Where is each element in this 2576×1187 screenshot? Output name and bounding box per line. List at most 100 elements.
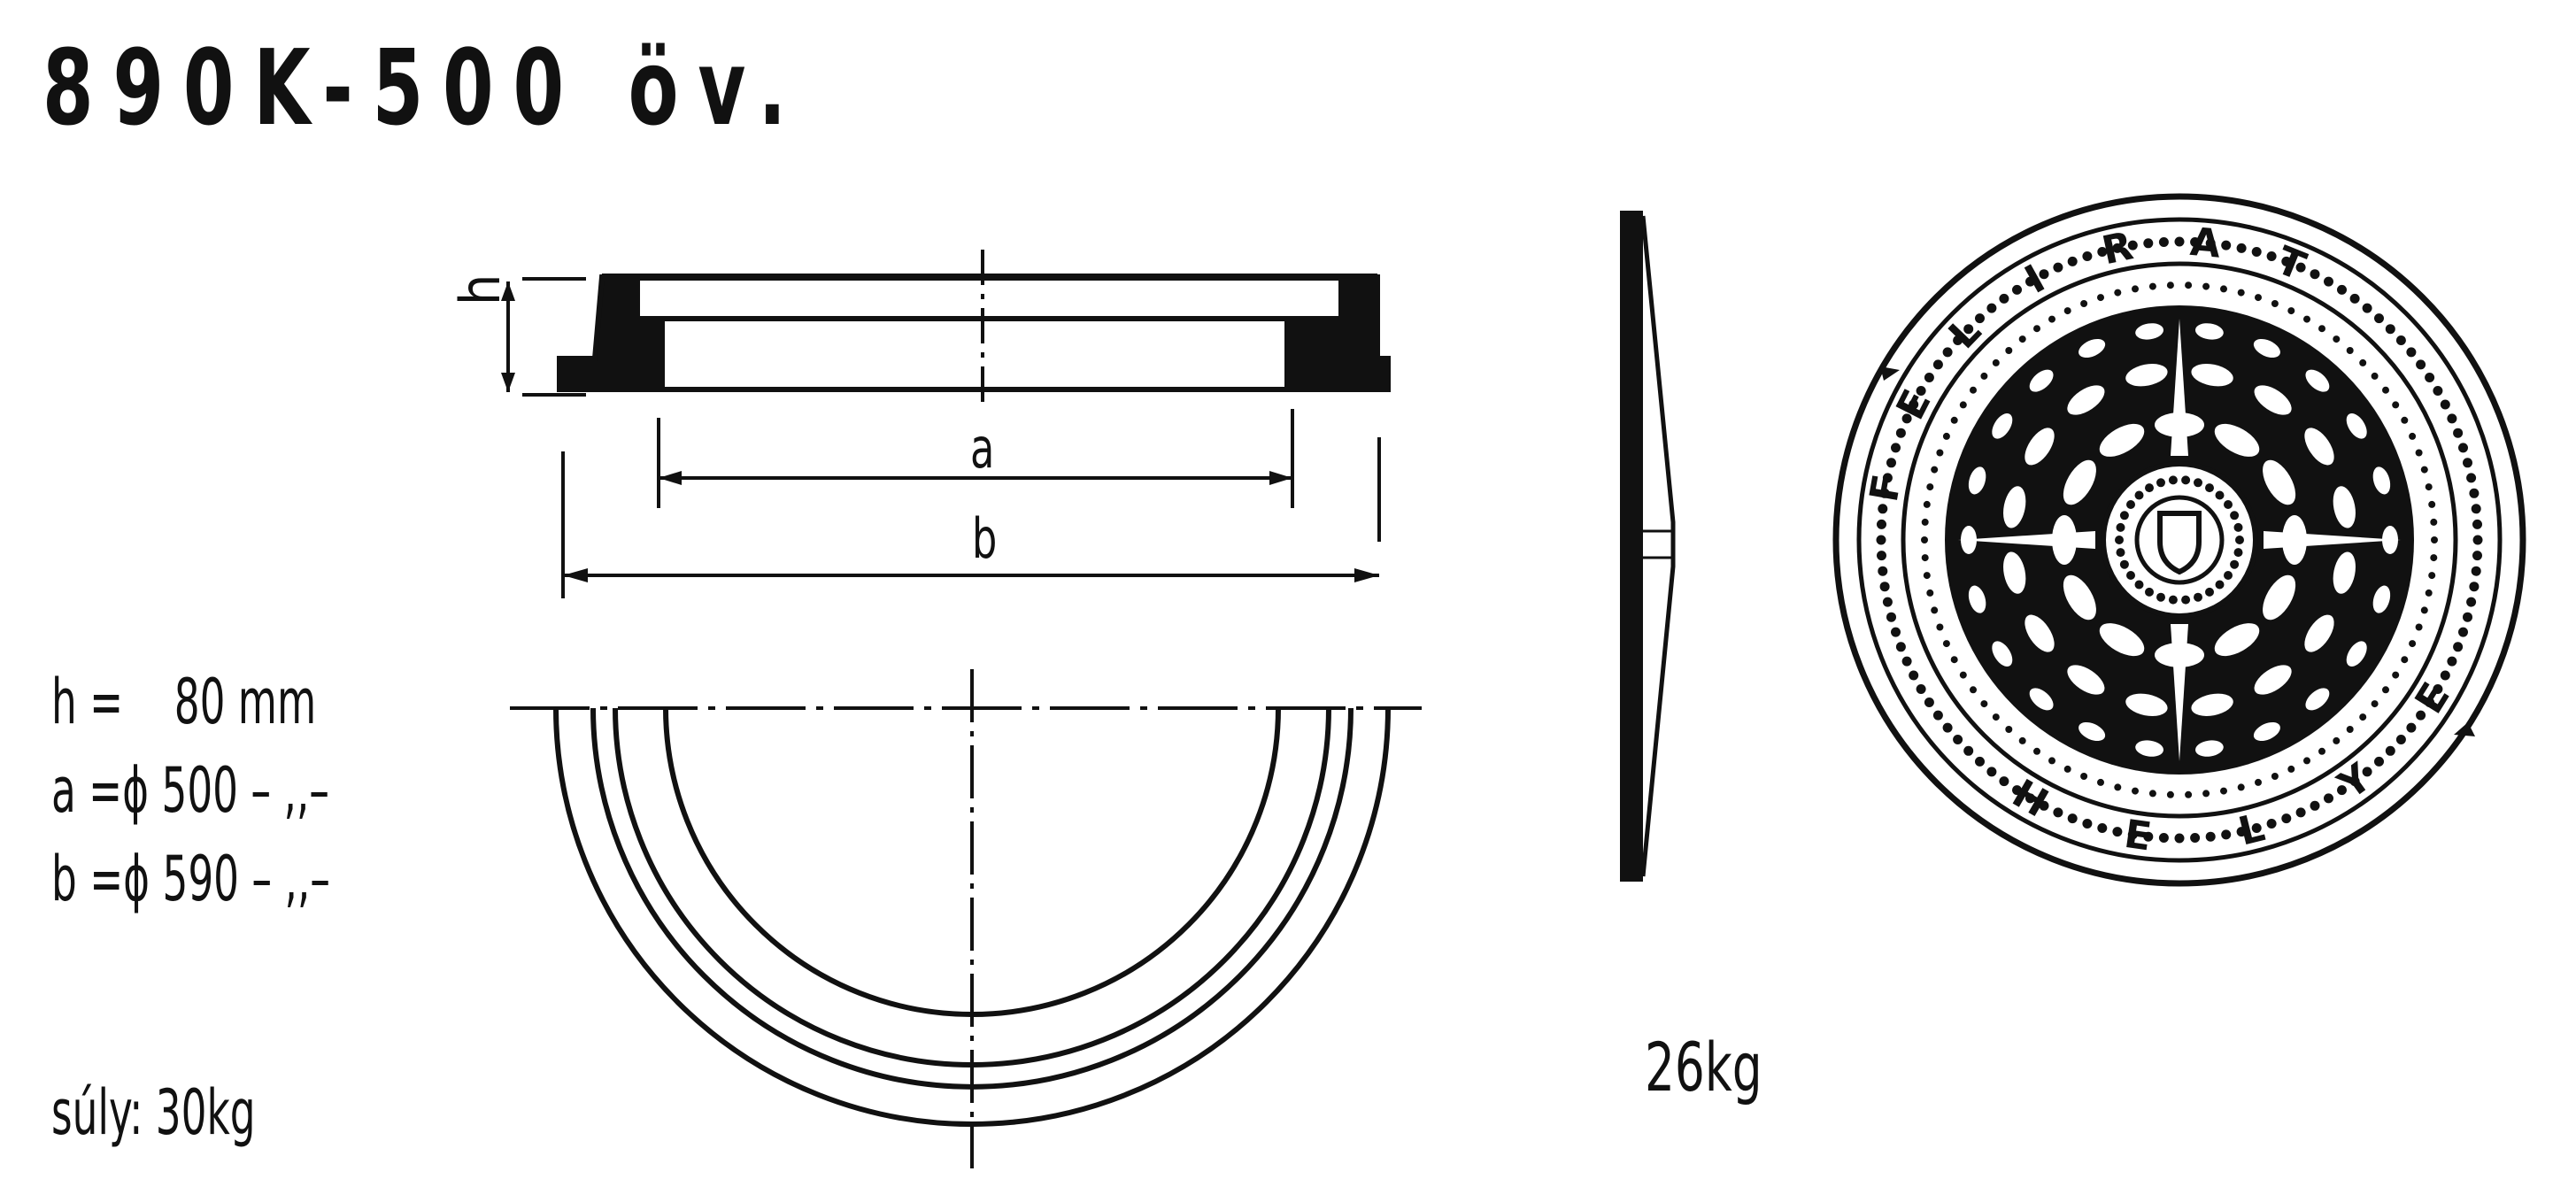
ring-dot bbox=[1926, 483, 1934, 491]
ring-dot bbox=[1901, 413, 1912, 424]
ring-dot bbox=[2337, 785, 2347, 796]
ring-dot bbox=[2012, 284, 2022, 295]
ring-dot bbox=[2469, 488, 2480, 498]
dimension-b: b =ϕ 590 – ,,– bbox=[51, 843, 330, 915]
ring-dot bbox=[1921, 536, 1928, 543]
ring-dot bbox=[2126, 571, 2135, 580]
ring-dot bbox=[1878, 504, 1888, 514]
ring-dot bbox=[2463, 612, 2472, 622]
ring-dot bbox=[2469, 582, 2480, 592]
leaf-shape bbox=[2304, 428, 2334, 466]
leaf-shape bbox=[2254, 665, 2292, 695]
ring-dot bbox=[2082, 251, 2093, 261]
ring-dot bbox=[2174, 236, 2185, 247]
ring-dot bbox=[2190, 833, 2201, 843]
ring-dot bbox=[2158, 833, 2169, 843]
ring-dot bbox=[2374, 756, 2384, 767]
leaf-shape bbox=[2029, 369, 2054, 392]
arrow-marker-bottom-right bbox=[2454, 722, 2475, 736]
frame-half-plan-view bbox=[510, 669, 1422, 1168]
ring-dot bbox=[1970, 386, 1977, 394]
ring-dot bbox=[2097, 247, 2108, 257]
label-a: a bbox=[970, 416, 995, 481]
ring-dot bbox=[1963, 745, 1974, 756]
ring-dot bbox=[1895, 428, 1906, 438]
ring-dot bbox=[1926, 589, 1934, 597]
inscription-letter: Y bbox=[2330, 754, 2380, 808]
ring-dot bbox=[2221, 829, 2232, 840]
leaf-shape bbox=[2003, 551, 2026, 594]
ring-dot bbox=[2063, 765, 2071, 773]
ring-dot bbox=[1909, 399, 1919, 410]
ring-dot bbox=[2415, 623, 2423, 631]
ring-dot bbox=[1882, 473, 1893, 483]
ring-dot bbox=[2194, 592, 2202, 602]
ring-dot bbox=[2205, 587, 2214, 597]
ring-dot bbox=[1959, 671, 1967, 679]
ring-dot bbox=[2148, 282, 2156, 290]
leaf-shape bbox=[2025, 614, 2055, 652]
ring-dot bbox=[2025, 276, 2035, 287]
ring-dot bbox=[2466, 597, 2477, 607]
ring-dot bbox=[2181, 595, 2191, 605]
leaf-shape bbox=[2191, 693, 2233, 716]
ring-dot bbox=[2097, 294, 2104, 302]
ring-dot bbox=[2039, 800, 2049, 811]
ring-dot bbox=[2472, 535, 2483, 545]
leaf-shape bbox=[2079, 721, 2106, 742]
ring-dot bbox=[1931, 466, 1939, 474]
ring-dot bbox=[2295, 262, 2306, 273]
ring-dot bbox=[1975, 756, 1985, 767]
leaf-shape bbox=[2125, 364, 2168, 387]
ring-dot bbox=[2472, 551, 2482, 561]
ring-dot bbox=[2048, 315, 2055, 323]
ring-dot bbox=[2018, 736, 2026, 744]
ring-dot bbox=[2447, 413, 2457, 424]
spike-shape bbox=[2171, 624, 2188, 761]
ring-dot bbox=[2359, 713, 2367, 721]
ring-dot bbox=[2237, 783, 2245, 791]
leaf-shape bbox=[2346, 412, 2367, 439]
ring-dot bbox=[2401, 416, 2409, 424]
ring-dot bbox=[1923, 572, 1931, 580]
leaf-shape bbox=[1968, 466, 1986, 495]
ring-dot bbox=[2471, 566, 2481, 576]
ring-dot bbox=[2420, 606, 2428, 614]
ring-dot bbox=[2472, 519, 2482, 529]
ring-dot bbox=[2431, 536, 2438, 543]
leaf-shape bbox=[2254, 385, 2292, 415]
leaf-shape bbox=[2195, 323, 2224, 340]
ring-dot bbox=[2359, 358, 2367, 366]
ring-dot bbox=[2114, 289, 2122, 297]
ring-dot bbox=[2215, 490, 2225, 500]
ring-dot bbox=[2119, 511, 2129, 520]
ring-dot bbox=[1877, 519, 1886, 529]
ring-dot bbox=[1959, 401, 1967, 409]
ring-dot bbox=[2235, 536, 2244, 544]
shield-emblem bbox=[2157, 511, 2202, 575]
ring-dot bbox=[2430, 518, 2438, 526]
spike-shape bbox=[2171, 319, 2188, 456]
ring-dot bbox=[2255, 294, 2262, 302]
ring-dot bbox=[1992, 358, 2000, 366]
ring-dot bbox=[2067, 813, 2078, 824]
ring-dot bbox=[2337, 284, 2347, 295]
ring-dot bbox=[1950, 416, 1958, 424]
ring-dot bbox=[2236, 243, 2247, 253]
ring-dot bbox=[2127, 240, 2138, 251]
ring-dot bbox=[2220, 787, 2227, 795]
ring-dot bbox=[1882, 597, 1893, 607]
ring-dot bbox=[2025, 793, 2035, 804]
frame-section-view bbox=[501, 250, 1391, 598]
leaf-shape bbox=[2253, 338, 2280, 358]
leaf-shape bbox=[1992, 412, 2013, 439]
ring-dot bbox=[1923, 500, 1931, 508]
ring-dot bbox=[2266, 819, 2277, 829]
ring-dot bbox=[1879, 582, 1890, 592]
ring-dot bbox=[2385, 324, 2395, 335]
ring-dot bbox=[2220, 285, 2227, 293]
ring-dot bbox=[2166, 281, 2174, 289]
ring-dot bbox=[2224, 571, 2233, 580]
ring-dot bbox=[2395, 335, 2406, 345]
